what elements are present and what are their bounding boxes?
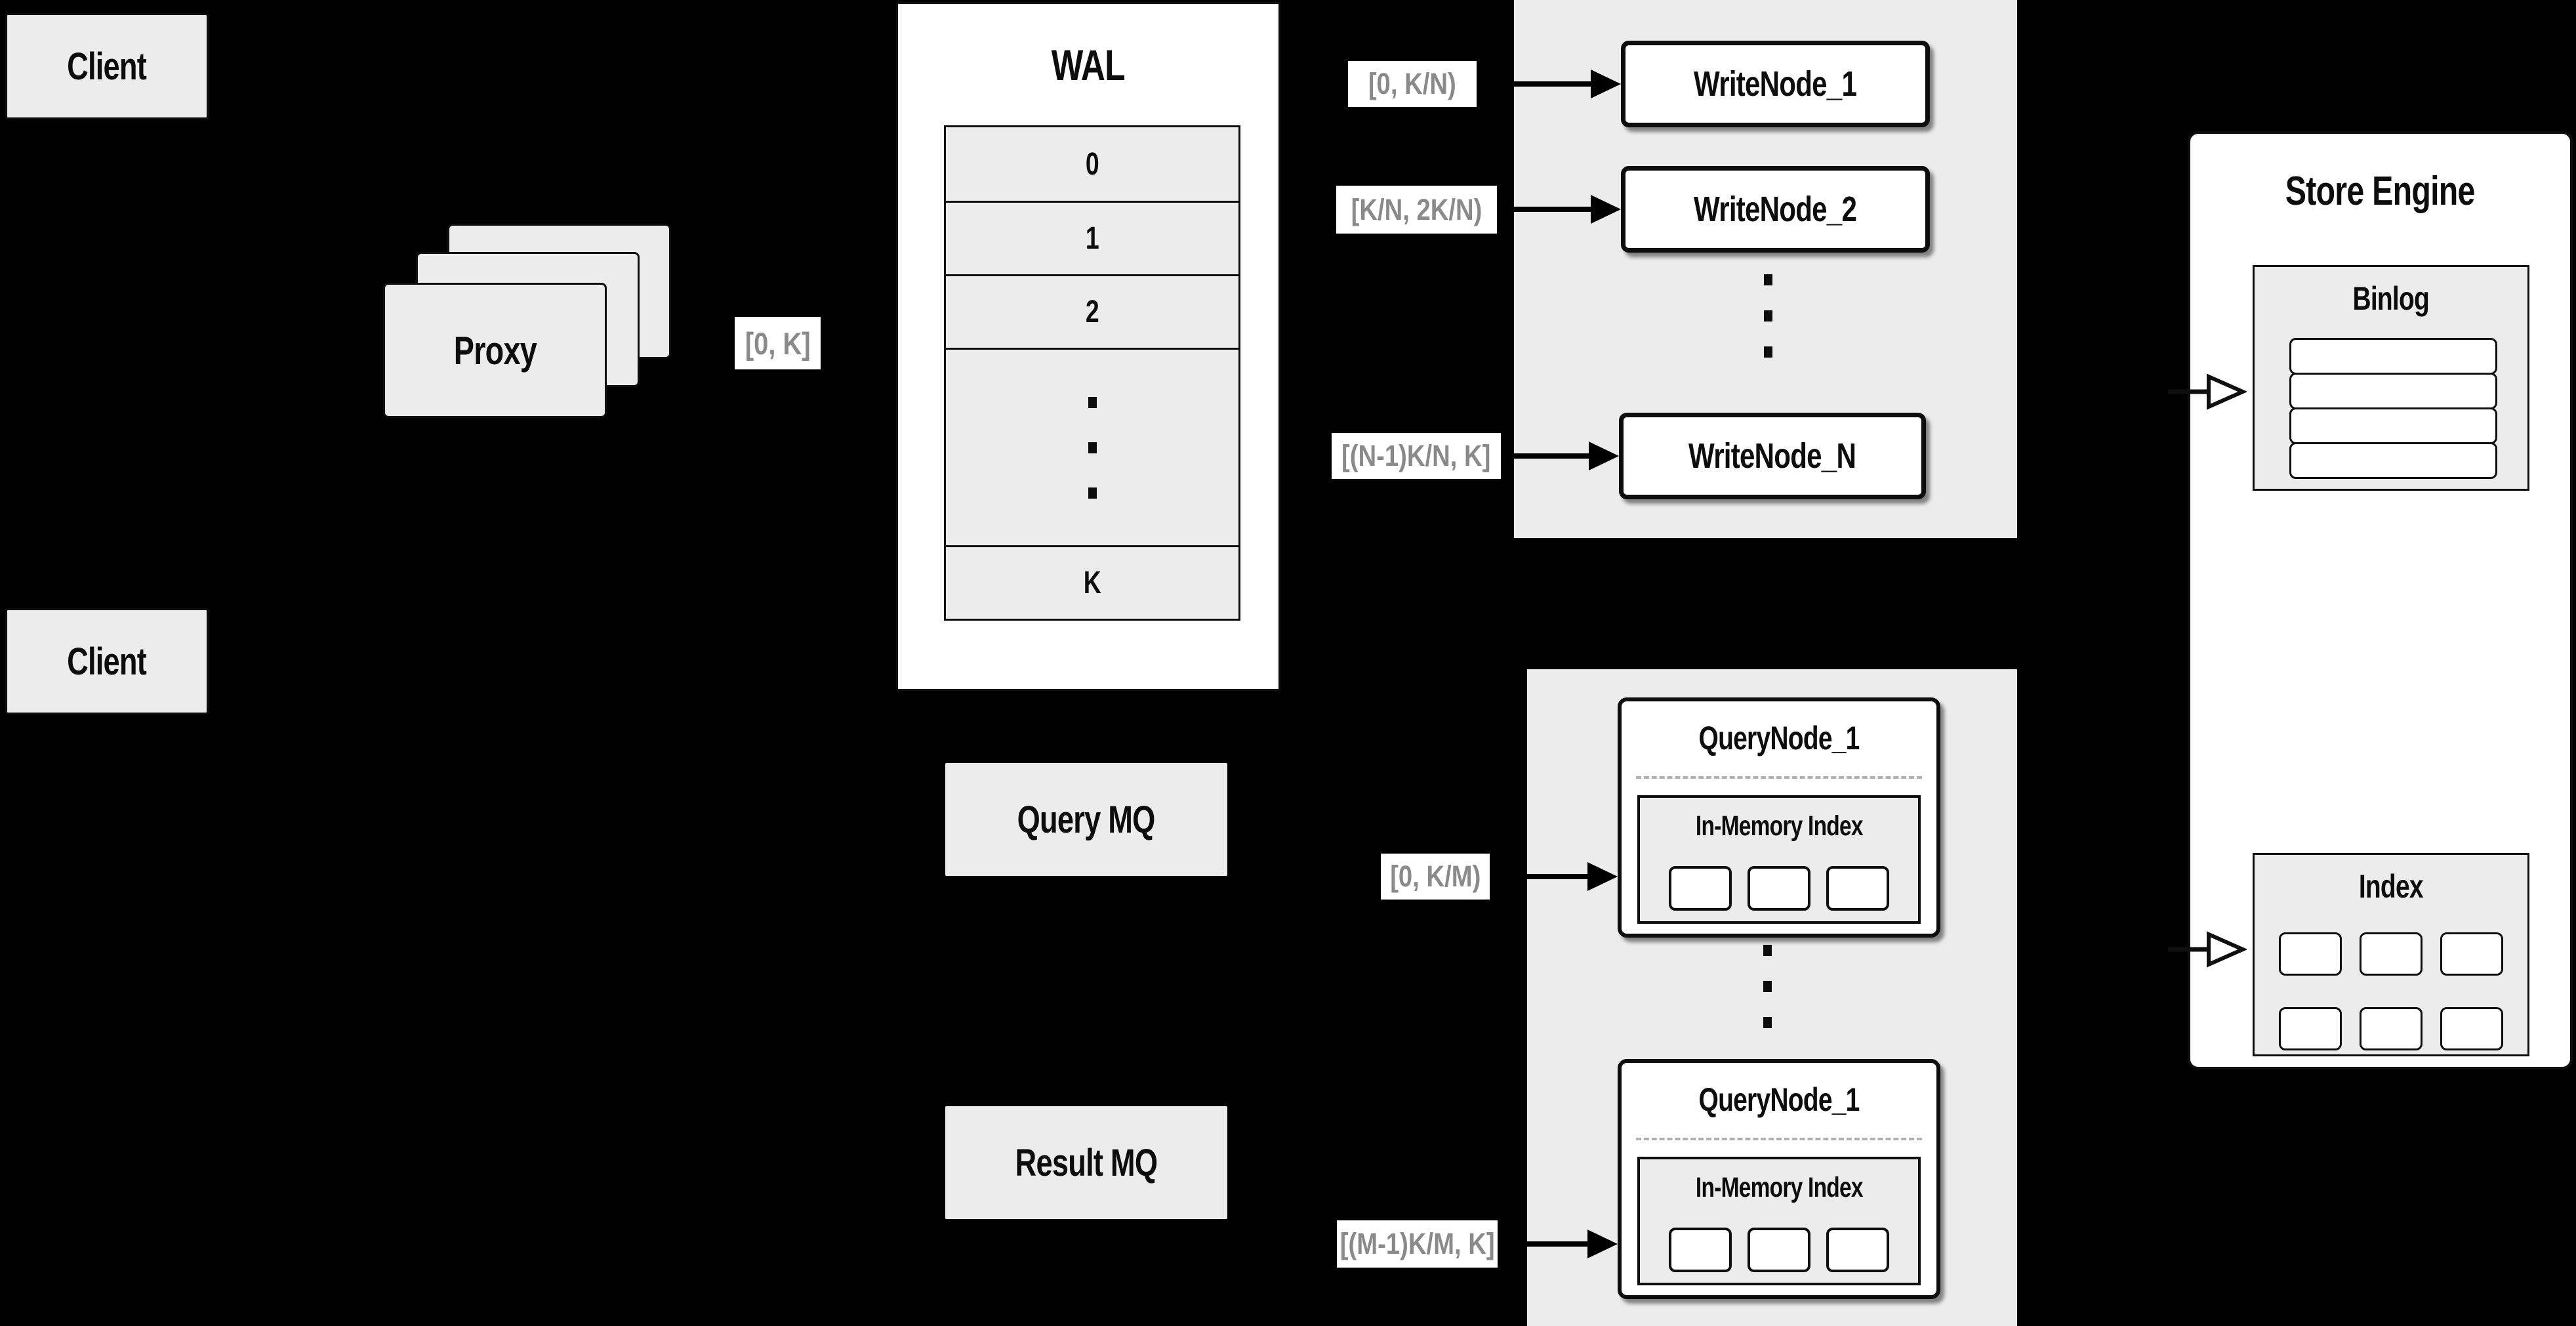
- in-memory-index-bottom-box: In-Memory Index: [1637, 1157, 1921, 1285]
- write-node-n-box: WriteNode_N: [1619, 413, 1926, 499]
- query-node-bottom-title: QueryNode_1: [1698, 1081, 1860, 1118]
- range-label-write-n: [(N-1)K/N, K]: [1332, 433, 1501, 479]
- index-segment: [2360, 932, 2423, 976]
- client-top-label: Client: [67, 45, 148, 88]
- client-box-top: Client: [5, 13, 209, 119]
- query-node-bottom-separator: [1636, 1138, 1922, 1140]
- arrow-to-write-node-n: [1501, 442, 1619, 470]
- arrow-to-write-node-2: [1497, 195, 1621, 224]
- arrow-to-query-node-top: [1490, 862, 1618, 891]
- range-label-query-1: [0, K/M): [1381, 854, 1490, 900]
- binlog-rows: [2289, 338, 2497, 479]
- range-label-proxy-out: [0, K]: [735, 317, 821, 369]
- client-bottom-label: Client: [67, 640, 148, 683]
- in-memory-index-top-box: In-Memory Index: [1637, 795, 1921, 924]
- hollow-arrow-to-binlog: [2168, 373, 2247, 410]
- wal-row-0: 0: [944, 125, 1240, 203]
- in-memory-index-bottom-title: In-Memory Index: [1695, 1171, 1864, 1203]
- query-mq-label: Query MQ: [1017, 798, 1156, 841]
- proxy-label: Proxy: [453, 328, 537, 373]
- binlog-title: Binlog: [2352, 280, 2430, 317]
- index-box: Index: [2253, 853, 2529, 1056]
- query-nodes-ellipsis-dots-icon: [1763, 945, 1772, 1028]
- index-segment: [2279, 932, 2342, 976]
- wal-box: WAL 0 1 2 K: [896, 2, 1280, 691]
- hollow-arrow-to-index: [2168, 931, 2247, 968]
- result-mq-label: Result MQ: [1015, 1141, 1158, 1184]
- wal-title: WAL: [1051, 40, 1126, 89]
- query-node-bottom-box: QueryNode_1 In-Memory Index: [1618, 1059, 1940, 1299]
- in-memory-segments-bottom: [1640, 1228, 1918, 1272]
- query-node-top-title: QueryNode_1: [1698, 720, 1860, 756]
- write-node-2-label: WriteNode_2: [1694, 190, 1857, 229]
- memory-segment: [1748, 1228, 1810, 1272]
- memory-segment: [1826, 1228, 1889, 1272]
- memory-segment: [1669, 1228, 1732, 1272]
- wal-row-2: 2: [944, 274, 1240, 350]
- wal-row-ellipsis: [944, 348, 1240, 547]
- index-segment: [2440, 932, 2503, 976]
- memory-segment: [1826, 866, 1889, 911]
- arrow-to-query-node-bottom: [1498, 1230, 1618, 1258]
- binlog-row: [2289, 407, 2497, 444]
- arrow-to-write-node-1: [1477, 70, 1621, 98]
- wal-ellipsis-dots-icon: [1088, 396, 1097, 499]
- write-node-1-box: WriteNode_1: [1621, 41, 1930, 127]
- range-label-write-2: [K/N, 2K/N): [1336, 186, 1497, 234]
- query-node-top-separator: [1636, 776, 1922, 779]
- binlog-row: [2289, 373, 2497, 409]
- proxy-box-front: Proxy: [383, 283, 607, 418]
- range-label-query-m: [(M-1)K/M, K]: [1337, 1220, 1498, 1268]
- client-box-bottom: Client: [5, 608, 209, 715]
- index-title: Index: [2359, 867, 2424, 905]
- in-memory-index-top-title: In-Memory Index: [1695, 810, 1864, 842]
- query-mq-box: Query MQ: [945, 763, 1227, 876]
- index-segment: [2360, 1007, 2423, 1050]
- query-node-top-box: QueryNode_1 In-Memory Index: [1618, 697, 1940, 938]
- store-engine-box: Store Engine Binlog Index: [2188, 131, 2573, 1069]
- binlog-box: Binlog: [2253, 265, 2529, 491]
- write-nodes-ellipsis-dots-icon: [1764, 274, 1772, 358]
- write-node-2-box: WriteNode_2: [1621, 166, 1930, 253]
- memory-segment: [1669, 866, 1732, 911]
- write-node-n-label: WriteNode_N: [1688, 436, 1856, 476]
- in-memory-segments-top: [1640, 866, 1918, 911]
- index-grid: [2255, 932, 2527, 1050]
- wal-row-1: 1: [944, 201, 1240, 276]
- store-engine-title: Store Engine: [2285, 169, 2476, 214]
- result-mq-box: Result MQ: [945, 1106, 1227, 1219]
- index-segment: [2279, 1007, 2342, 1050]
- range-label-write-1: [0, K/N): [1348, 61, 1477, 107]
- binlog-row: [2289, 442, 2497, 479]
- binlog-row: [2289, 338, 2497, 375]
- wal-row-k: K: [944, 545, 1240, 621]
- index-segment: [2440, 1007, 2503, 1050]
- memory-segment: [1748, 866, 1810, 911]
- wal-table: 0 1 2 K: [944, 125, 1240, 621]
- write-node-1-label: WriteNode_1: [1694, 64, 1857, 104]
